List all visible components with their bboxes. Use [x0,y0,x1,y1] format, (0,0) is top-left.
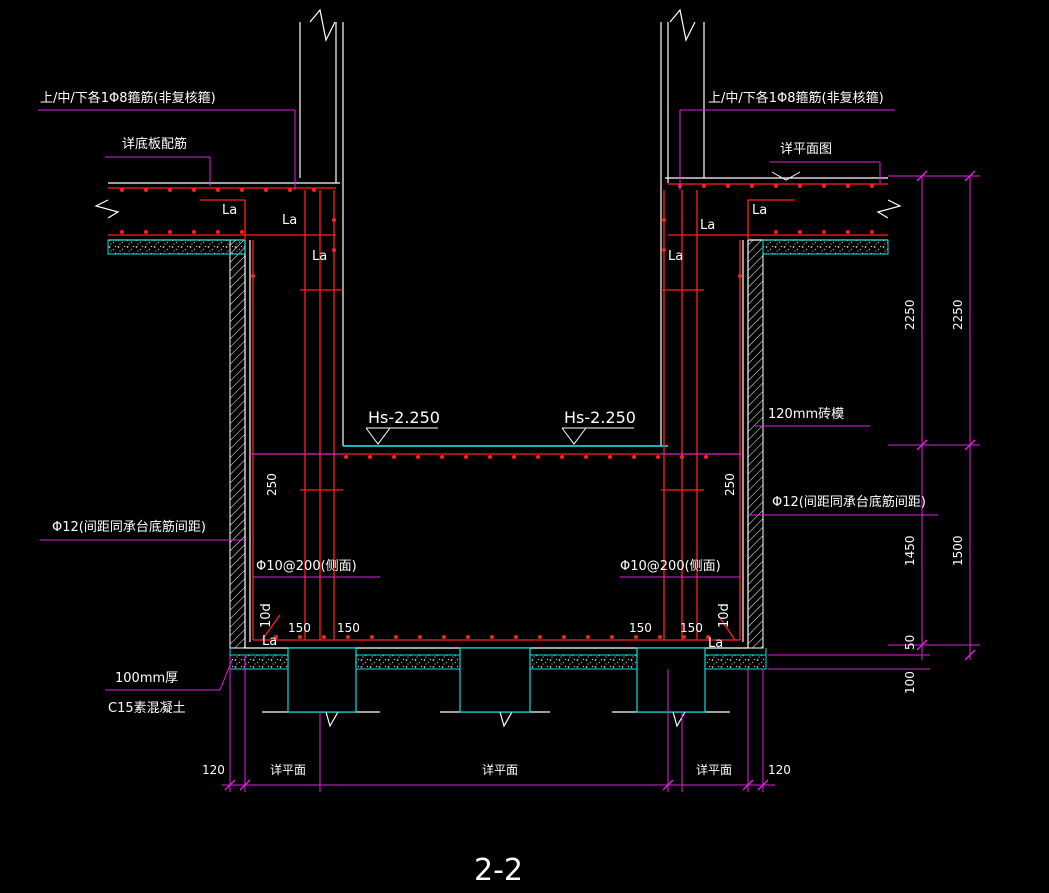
dim-250-right: 250 [723,473,737,496]
piles [287,647,706,713]
la-label: La [708,636,723,651]
dim-1450: 1450 [903,535,917,566]
la-label: La [752,203,767,218]
la-label: La [668,249,683,264]
dim-2250-outer: 2250 [951,299,965,330]
dim-150: 150 [337,621,360,635]
side-bar-label-left: Φ10@200(侧面) [256,559,357,574]
slab-rebar-label: 详底板配筋 [122,136,187,152]
bar-spacing-label-left: Φ12(间距同承台底筋间距) [52,519,206,535]
slab-cushion-left [107,239,246,255]
rebar-dots [120,184,874,639]
plan-ref-bottom-center: 详平面 [482,762,518,777]
dim-100: 100 [903,671,917,694]
ten-d-label: 10d [717,603,732,628]
plan-ref-label: 详平面图 [780,142,832,157]
rebar [108,183,888,641]
structure-outline [94,8,902,728]
dim-50: 50 [903,635,917,650]
bar-spacing-label-right: Φ12(间距同承台底筋间距) [772,494,926,510]
plan-ref-bottom-right: 详平面 [696,762,732,777]
brick-wall-left [229,239,246,649]
cushion-material-label: C15素混凝土 [108,700,186,716]
stirrup-label-left: 上/中/下各1Φ8箍筋(非复核箍) [40,90,216,106]
side-bar-label-right: Φ10@200(侧面) [620,559,721,574]
leaders-and-dimensions [38,109,980,792]
dim-120-left: 120 [202,763,225,777]
section-title: 2-2 [474,853,523,888]
level-label-left: Hs-2.250 [368,408,440,427]
level-label-right: Hs-2.250 [564,408,636,427]
stirrup-label-right: 上/中/下各1Φ8箍筋(非复核箍) [708,90,884,106]
slab-cushion-right [762,239,889,255]
level-markers [365,171,801,445]
dimension-ticks [224,170,976,791]
dim-150: 150 [629,621,652,635]
ten-d-label: 10d [259,603,274,628]
dim-120-right: 120 [768,763,791,777]
plan-ref-bottom-left: 详平面 [270,762,306,777]
la-label: La [262,634,277,649]
dim-1500: 1500 [951,535,965,566]
dim-2250-inner: 2250 [903,299,917,330]
brick-wall-right [747,239,764,649]
dim-150: 150 [680,621,703,635]
dim-250-left: 250 [265,473,279,496]
dim-150: 150 [288,621,311,635]
la-label: La [282,213,297,228]
la-label: La [222,203,237,218]
brick-mold-label: 120mm砖模 [768,407,844,422]
cushion-thickness-label: 100mm厚 [115,671,178,686]
la-label: La [312,249,327,264]
la-label: La [700,218,715,233]
